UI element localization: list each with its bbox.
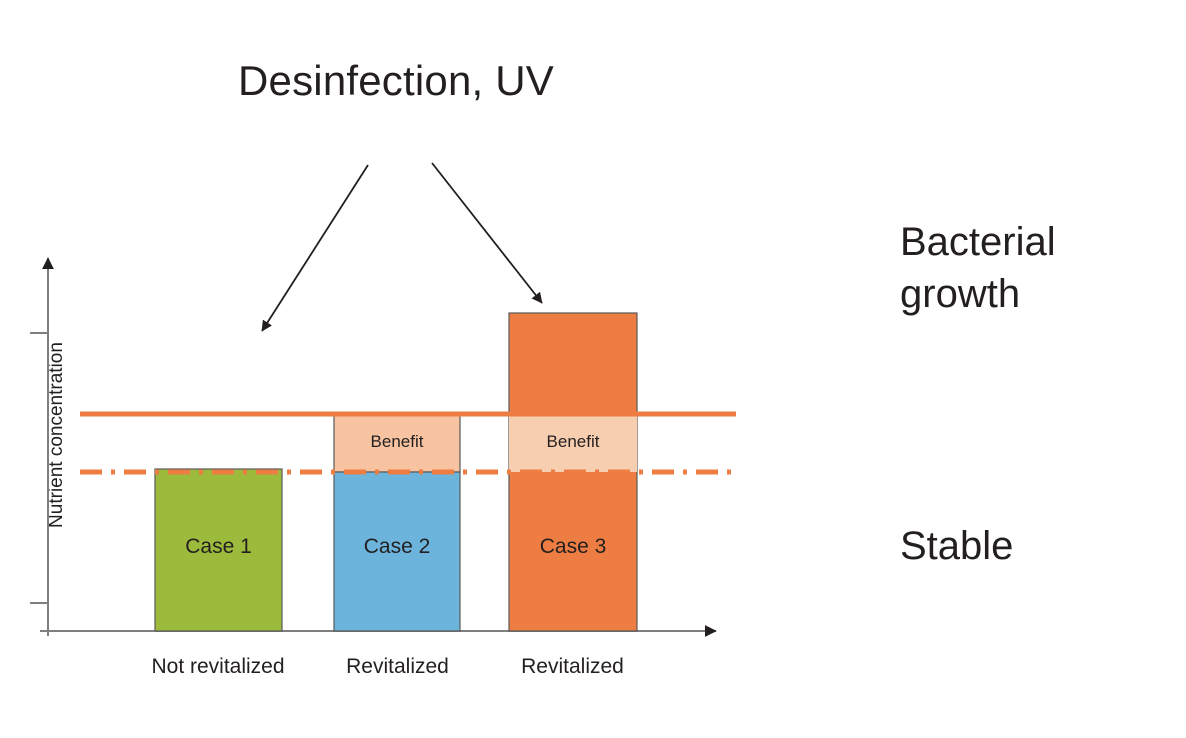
bar-case-2 [333,471,461,632]
bar-case-3-label: Case 3 [539,535,607,558]
x-axis-category-revitalized-1: Revitalized [346,655,449,678]
uv-arrow-right [431,162,543,304]
stable-zone-label: Stable [900,524,1014,568]
bar-case-1 [154,468,283,632]
bar-case-1-label: Case 1 [185,535,252,558]
bar-case-2-benefit-label: Benefit [370,432,424,451]
x-axis-category-not-revitalized: Not revitalized [151,655,285,678]
bacterial-growth-line2: growth [900,272,1021,316]
bar-case-3-benefit-label: Benefit [546,432,600,451]
uv-arrow-left [261,164,369,332]
bar-case-2-label: Case 2 [363,535,431,558]
x-axis-category-revitalized-2: Revitalized [521,655,624,678]
page-title: Desinfection, UV [238,57,555,104]
bacterial-growth-zone-label: Bacterial growth [900,216,1130,320]
bacterial-growth-line1: Bacterial [900,220,1056,264]
bar-case-2-benefit [333,414,461,473]
bar-case-3-benefit [509,415,637,472]
